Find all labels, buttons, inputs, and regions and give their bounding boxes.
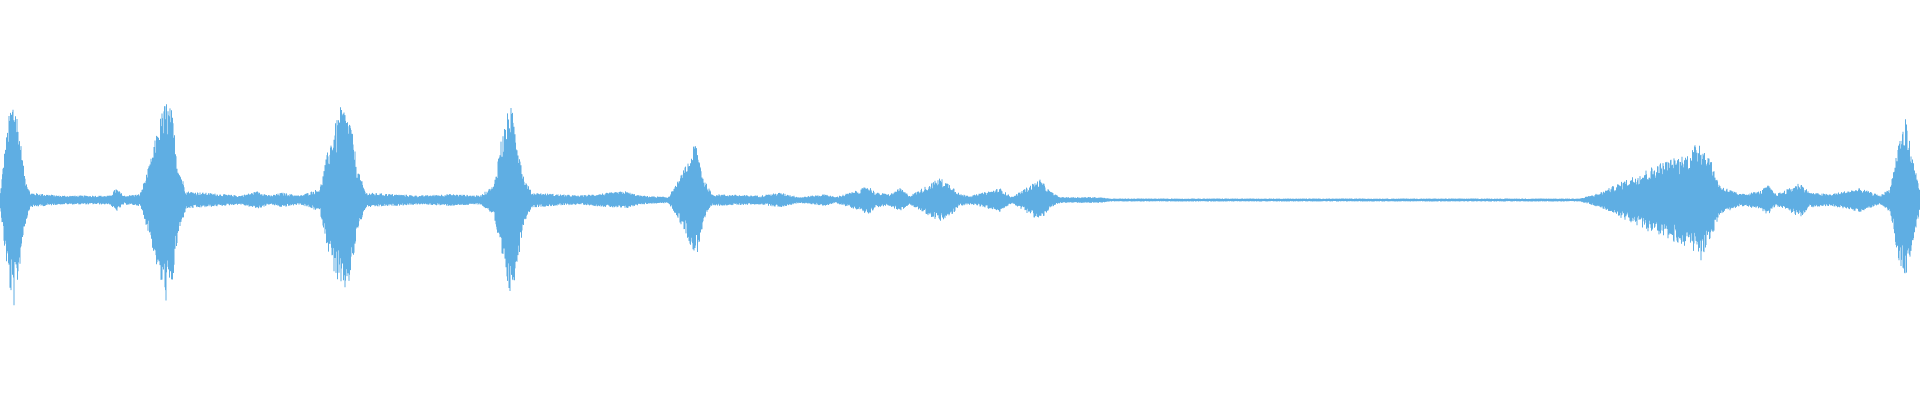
waveform-bars [0,104,1920,306]
